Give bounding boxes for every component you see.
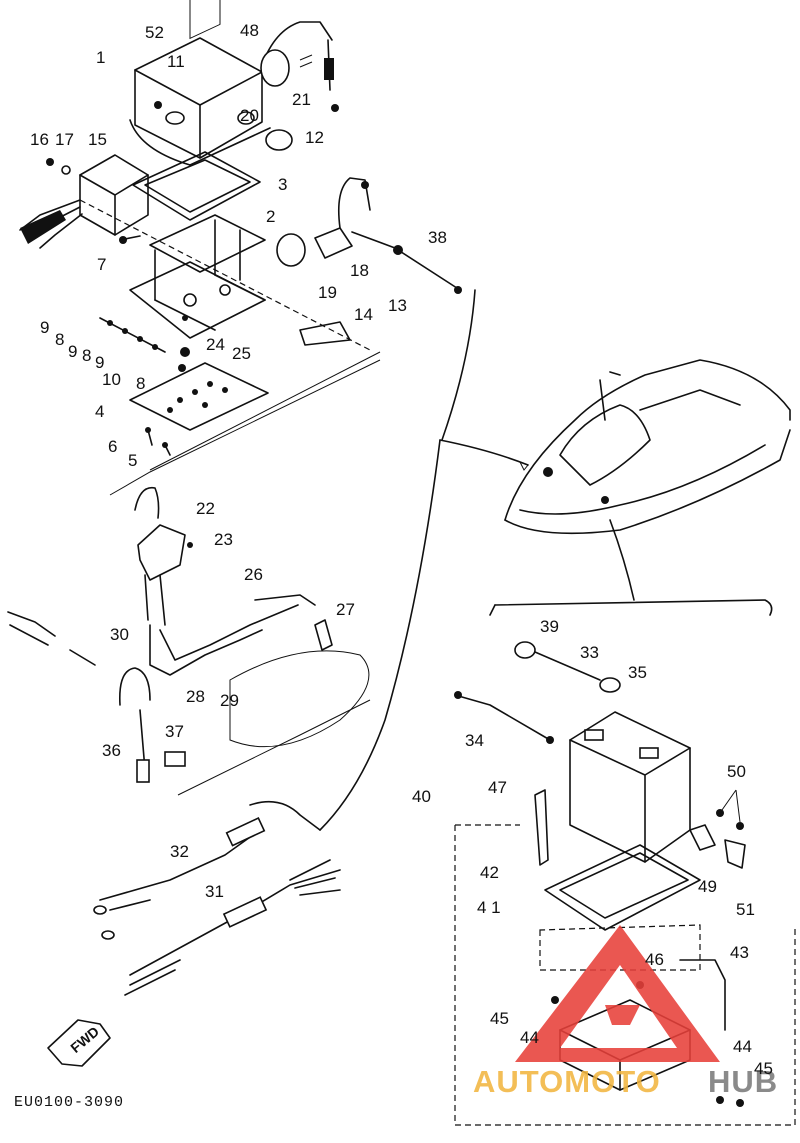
callout-45b: 45: [754, 1059, 773, 1078]
callout-33: 33: [580, 643, 599, 662]
callout-48: 48: [240, 21, 259, 40]
callout-29: 29: [220, 691, 239, 710]
callout-51: 51: [736, 900, 755, 919]
callout-8b: 8: [82, 346, 91, 365]
callout-1: 1: [96, 48, 105, 67]
callout-50: 50: [727, 762, 746, 781]
pointer-to-hull: [439, 439, 529, 466]
callout-7: 7: [97, 255, 106, 274]
diagram-code: EU0100-3090: [14, 1094, 124, 1111]
watermark-text-hub: HUB: [708, 1064, 778, 1099]
callout-23: 23: [214, 530, 233, 549]
pointer-to-battery: [609, 519, 635, 601]
callout-38: 38: [428, 228, 447, 247]
callout-6: 6: [108, 437, 117, 456]
callout-12: 12: [305, 128, 324, 147]
callout-15: 15: [88, 130, 107, 149]
callout-2: 2: [266, 207, 275, 226]
callout-3: 3: [278, 175, 287, 194]
callout-25: 25: [232, 344, 251, 363]
callout-28: 28: [186, 687, 205, 706]
callout-44a: 44: [520, 1028, 539, 1047]
connector-arc-upper: [441, 289, 476, 441]
callout-43: 43: [730, 943, 749, 962]
callout-24: 24: [206, 335, 225, 354]
callout-40: 40: [412, 787, 431, 806]
callout-52: 52: [145, 23, 164, 42]
callout-9a: 9: [40, 318, 49, 337]
electrical-box-assembly: [19, 0, 462, 471]
watermark-text-automoto: AUTOMOTO: [473, 1064, 661, 1099]
callout-31: 31: [205, 882, 224, 901]
callout-46: 46: [645, 950, 664, 969]
callout-34: 34: [465, 731, 484, 750]
callout-27: 27: [336, 600, 355, 619]
callout-37: 37: [165, 722, 184, 741]
callout-21: 21: [292, 90, 311, 109]
watermark-triangle: [515, 925, 720, 1062]
ignition-coil-assembly: [7, 359, 381, 796]
callout-44b: 44: [733, 1037, 752, 1056]
callout-47: 47: [488, 778, 507, 797]
callout-9c: 9: [95, 353, 104, 372]
callout-19: 19: [318, 283, 337, 302]
watercraft-illustration: [504, 359, 791, 535]
callout-9b: 9: [68, 342, 77, 361]
callout-4: 4: [95, 402, 104, 421]
callout-13: 13: [388, 296, 407, 315]
connector-arc-mid: [319, 439, 441, 831]
callout-30: 30: [110, 625, 129, 644]
fwd-arrow: FWD: [47, 1019, 111, 1067]
callout-39: 39: [540, 617, 559, 636]
callout-35: 35: [628, 663, 647, 682]
callout-41: 4 1: [477, 898, 501, 917]
wire-harness-section: [93, 800, 341, 996]
callout-22: 22: [196, 499, 215, 518]
callout-32: 32: [170, 842, 189, 861]
callout-49: 49: [698, 877, 717, 896]
callout-8c: 8: [136, 374, 145, 393]
callout-5: 5: [128, 451, 137, 470]
callout-10: 10: [102, 370, 121, 389]
callout-45a: 45: [490, 1009, 509, 1028]
callout-17: 17: [55, 130, 74, 149]
callout-20: 20: [240, 106, 259, 125]
callout-14: 14: [354, 305, 373, 324]
callout-18: 18: [350, 261, 369, 280]
callout-36: 36: [102, 741, 121, 760]
callout-42: 42: [480, 863, 499, 882]
callout-26: 26: [244, 565, 263, 584]
watermark-logo: AUTOMOTO HUB: [473, 925, 778, 1099]
callout-11: 11: [167, 52, 185, 71]
callout-8a: 8: [55, 330, 64, 349]
callout-16: 16: [30, 130, 49, 149]
